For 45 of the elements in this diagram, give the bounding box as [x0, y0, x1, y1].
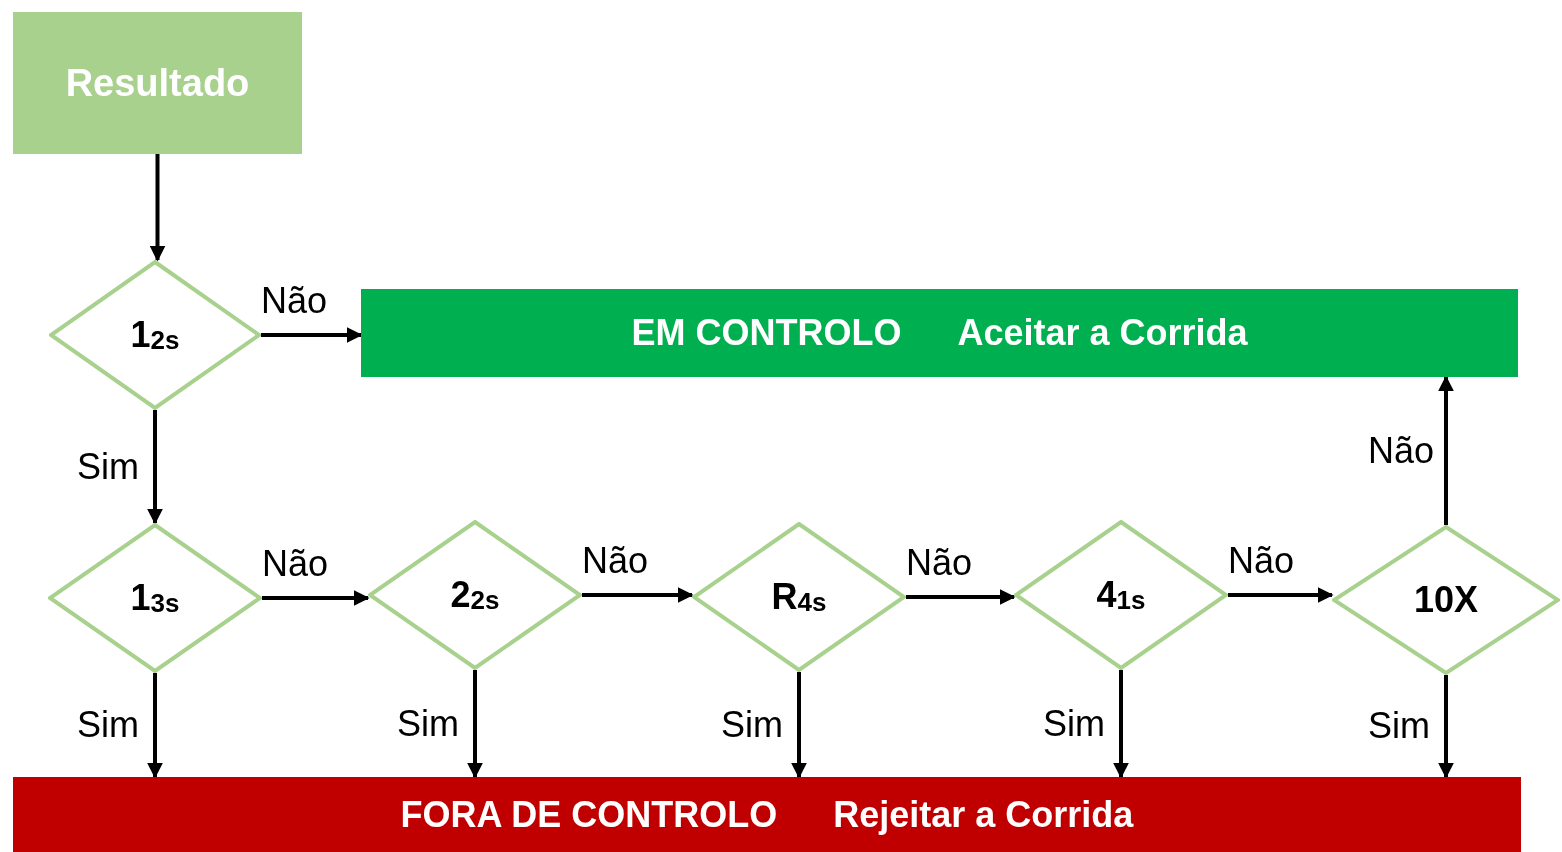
arrow: [467, 670, 483, 779]
arrow: [261, 327, 363, 343]
rule-label: 2$_{2s}$: [450, 574, 500, 616]
arrow: [791, 672, 807, 779]
edge-label: Não: [1368, 433, 1435, 469]
edge-label: Sim: [397, 705, 459, 742]
edge-label: Não: [262, 546, 329, 582]
edge-label: Não: [582, 543, 649, 579]
decision-diamond: [49, 260, 261, 410]
edge-label: Não: [261, 283, 328, 319]
arrow: [262, 590, 370, 606]
edge-label: Sim: [721, 706, 783, 743]
decision-diamond: [1014, 520, 1228, 670]
arrow: [1438, 675, 1454, 779]
edge-label: Sim: [1368, 708, 1430, 744]
decision-diamond: [1332, 525, 1560, 675]
arrow: [1228, 587, 1334, 603]
arrow: [906, 589, 1016, 605]
arrow: [149, 154, 166, 262]
node-label: EM CONTROLO: [631, 312, 902, 354]
arrow: [582, 587, 694, 603]
reject-banner: [13, 777, 1521, 852]
node-label: Resultado: [65, 61, 250, 105]
rule-label: 10X: [1413, 579, 1479, 621]
arrow: [147, 410, 163, 525]
edge-label: Não: [1228, 543, 1295, 579]
rule-label: 1$_{3s}$: [130, 577, 180, 619]
decision-diamond: [48, 523, 262, 673]
start-box: [13, 12, 302, 154]
arrow: [1113, 670, 1129, 779]
node-label: Aceitar a Corrida: [957, 312, 1248, 354]
rule-label: 4$_{1s}$: [1096, 574, 1146, 616]
rule-label: 1$_{2s}$: [130, 314, 180, 356]
arrow: [147, 673, 163, 779]
node-label: Rejeitar a Corrida: [833, 793, 1134, 836]
edge-label: Sim: [77, 707, 139, 743]
arrow: [1438, 375, 1454, 525]
rule-label: R$_{4s}$: [771, 576, 827, 618]
decision-diamond: [368, 520, 582, 670]
edge-label: Sim: [1043, 705, 1105, 742]
node-label: FORA DE CONTROLO: [400, 793, 778, 836]
accept-banner: [361, 289, 1518, 377]
decision-diamond: [692, 522, 906, 672]
edge-label: Sim: [77, 448, 139, 485]
edge-label: Não: [906, 545, 973, 581]
